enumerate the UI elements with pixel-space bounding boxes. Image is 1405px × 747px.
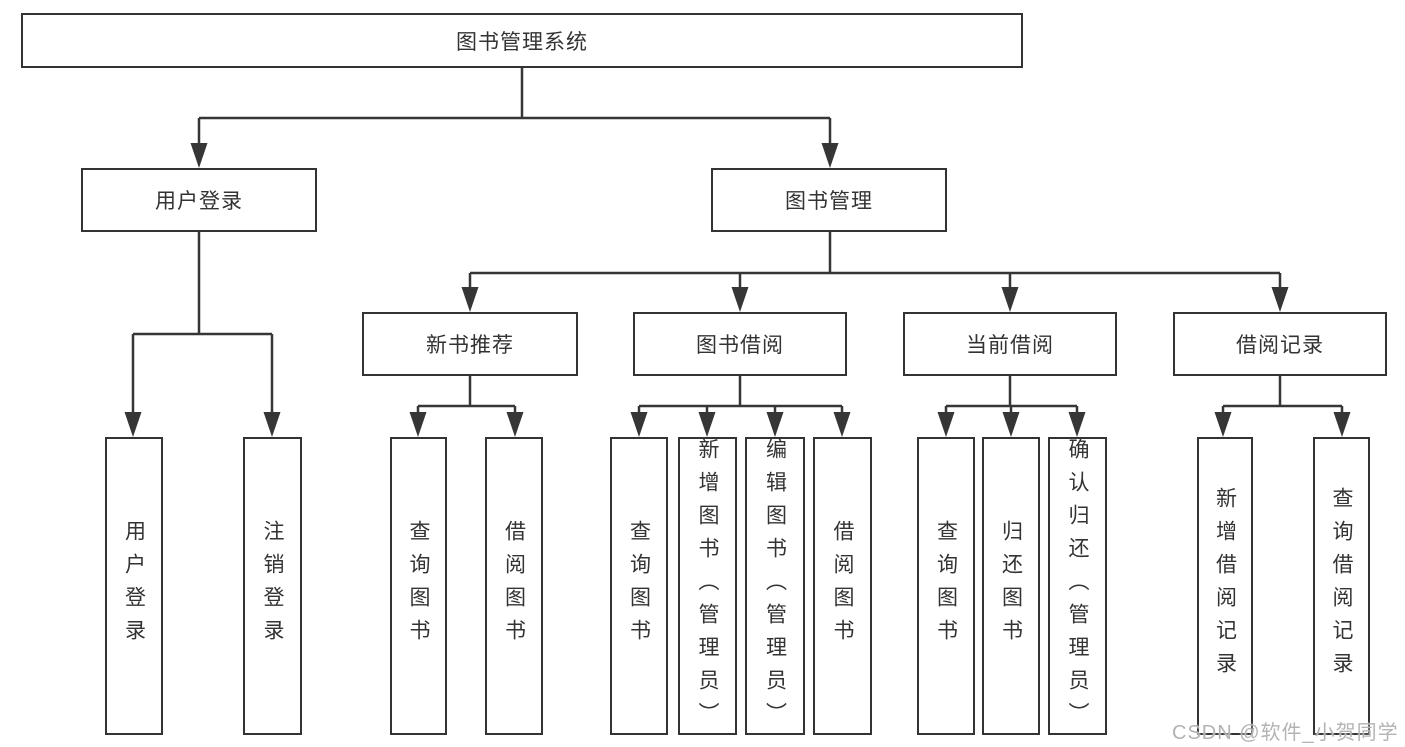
leaf-logout-login-label: 注销登录 xyxy=(261,520,284,652)
arrow-down-icon xyxy=(731,287,749,312)
node-current-borrow-label: 当前借阅 xyxy=(966,334,1054,357)
connector-root-to-level2 xyxy=(197,68,832,148)
arrow-down-icon xyxy=(263,412,281,437)
arrow-down-icon xyxy=(1333,412,1351,437)
arrow-down-icon xyxy=(1002,412,1020,437)
arrow-down-icon xyxy=(937,412,955,437)
arrow-down-icon xyxy=(821,143,839,168)
leaf-add-borrow-record: 新增借阅记录 xyxy=(1197,437,1253,735)
node-new-book-recommend: 新书推荐 xyxy=(362,312,578,376)
arrowheads xyxy=(124,143,1351,437)
node-borrow-records-label: 借阅记录 xyxy=(1236,334,1324,357)
leaf-query-book-current-label: 查询图书 xyxy=(934,520,958,652)
leaf-edit-book-admin-label: 编辑图书（管理员） xyxy=(763,437,787,735)
leaf-add-borrow-record-label: 新增借阅记录 xyxy=(1213,487,1237,685)
node-new-book-recommend-label: 新书推荐 xyxy=(426,334,514,357)
arrow-down-icon xyxy=(698,412,716,437)
leaf-query-book-newbook: 查询图书 xyxy=(390,437,447,735)
node-library-system: 图书管理系统 xyxy=(21,13,1023,68)
arrow-down-icon xyxy=(766,412,784,437)
arrow-down-icon xyxy=(409,412,427,437)
leaf-logout-login: 注销登录 xyxy=(243,437,302,735)
leaf-query-book-borrow-label: 查询图书 xyxy=(627,520,651,652)
node-current-borrow: 当前借阅 xyxy=(903,312,1117,376)
leaf-query-borrow-record-label: 查询借阅记录 xyxy=(1330,487,1353,685)
leaf-query-book-current: 查询图书 xyxy=(917,437,975,735)
connector-bookborrow-to-leaves xyxy=(637,376,844,417)
node-book-borrow: 图书借阅 xyxy=(633,312,847,376)
node-user-login-label: 用户登录 xyxy=(155,190,243,213)
leaf-borrow-book-newbook-label: 借阅图书 xyxy=(502,520,526,652)
csdn-watermark: CSDN @软件_小贺同学 xyxy=(1172,722,1399,744)
arrow-down-icon xyxy=(124,412,142,437)
arrow-down-icon xyxy=(1001,287,1019,312)
arrow-down-icon xyxy=(1271,287,1289,312)
leaf-user-login: 用户登录 xyxy=(105,437,163,735)
connector-userlogin-to-leaves xyxy=(131,232,274,417)
leaf-add-book-admin: 新增图书（管理员） xyxy=(678,437,737,735)
leaf-user-login-label: 用户登录 xyxy=(122,520,146,652)
arrow-down-icon xyxy=(190,143,208,168)
arrow-down-icon xyxy=(833,412,851,437)
arrow-down-icon xyxy=(461,287,479,312)
node-book-management-label: 图书管理 xyxy=(785,190,873,213)
leaf-edit-book-admin: 编辑图书（管理员） xyxy=(745,437,805,735)
arrow-down-icon xyxy=(630,412,648,437)
connector-currentborrow-to-leaves xyxy=(944,376,1079,417)
leaf-borrow-book-label: 借阅图书 xyxy=(831,520,854,652)
node-library-system-label: 图书管理系统 xyxy=(456,30,588,54)
arrow-down-icon xyxy=(1214,412,1232,437)
node-book-management: 图书管理 xyxy=(711,168,947,232)
node-borrow-records: 借阅记录 xyxy=(1173,312,1387,376)
arrow-down-icon xyxy=(506,412,524,437)
leaf-return-book-label: 归还图书 xyxy=(999,520,1023,652)
connector-newbook-to-leaves xyxy=(416,376,517,417)
leaf-confirm-return-admin: 确认归还（管理员） xyxy=(1048,437,1107,735)
leaf-return-book: 归还图书 xyxy=(982,437,1040,735)
node-book-borrow-label: 图书借阅 xyxy=(696,334,784,357)
leaf-confirm-return-admin-label: 确认归还（管理员） xyxy=(1066,437,1089,735)
leaf-query-book-newbook-label: 查询图书 xyxy=(407,520,430,652)
arrow-down-icon xyxy=(1068,412,1086,437)
leaf-query-borrow-record: 查询借阅记录 xyxy=(1313,437,1370,735)
leaf-add-book-admin-label: 新增图书（管理员） xyxy=(696,437,719,735)
connector-record-to-leaves xyxy=(1221,376,1344,417)
connector-bookmgmt-to-level3 xyxy=(468,232,1282,292)
node-user-login: 用户登录 xyxy=(81,168,317,232)
leaf-borrow-book: 借阅图书 xyxy=(813,437,872,735)
leaf-borrow-book-newbook: 借阅图书 xyxy=(485,437,543,735)
leaf-query-book-borrow: 查询图书 xyxy=(610,437,668,735)
